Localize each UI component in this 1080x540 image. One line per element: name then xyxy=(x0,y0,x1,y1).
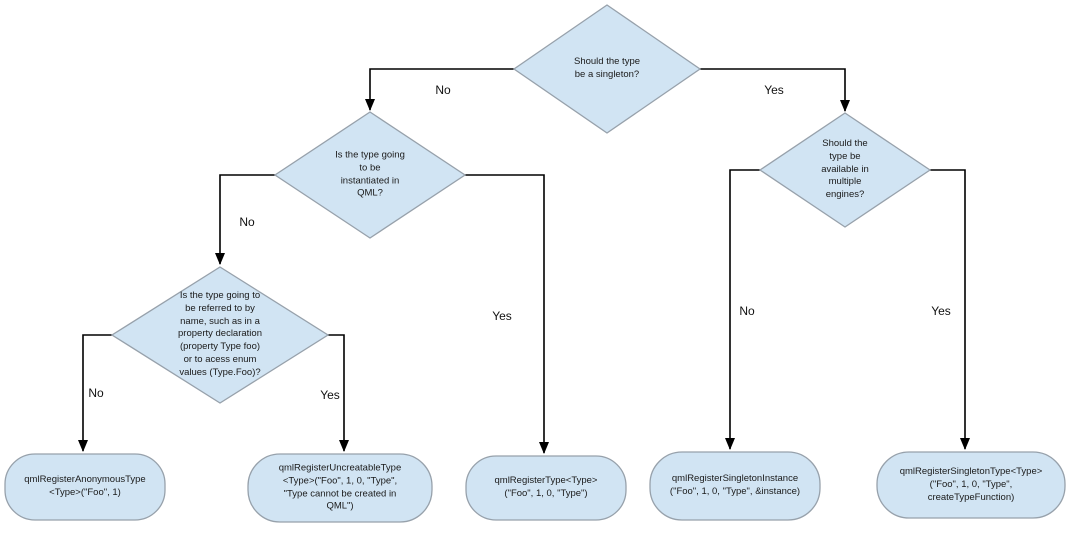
register-anonymous-label: qmlRegisterAnonymousType <Type>("Foo", 1… xyxy=(24,474,146,498)
node-instantiated-question xyxy=(273,111,467,239)
register-singleton-type-label: qmlRegisterSingletonType<Type> ("Foo", 1… xyxy=(899,465,1043,503)
edge-multiple-engines-no xyxy=(725,169,760,450)
node-register-type xyxy=(465,455,627,521)
edge-instantiated-yes xyxy=(465,174,549,454)
edge-referred-yes xyxy=(328,334,349,452)
node-register-uncreatable xyxy=(247,453,433,523)
register-type-label: qmlRegisterType<Type> ("Foo", 1, 0, "Typ… xyxy=(494,475,598,499)
edge-label-instantiated-yes: Yes xyxy=(492,309,512,323)
edge-label-referred-yes: Yes xyxy=(320,388,340,402)
instantiated-question-label: Is the type going to be instantiated in … xyxy=(335,149,405,199)
edge-instantiated-no xyxy=(215,174,275,265)
multiple-engines-question-label: Should the type be available in multiple… xyxy=(821,137,869,201)
node-multiple-engines-question xyxy=(758,112,932,228)
register-uncreatable-label: qmlRegisterUncreatableType <Type>("Foo",… xyxy=(278,462,402,512)
edge-label-singleton-yes: Yes xyxy=(764,83,784,97)
edge-multiple-engines-yes xyxy=(930,169,970,450)
edge-label-referred-no: No xyxy=(88,386,104,400)
edge-label-instantiated-no: No xyxy=(239,215,255,229)
node-register-singleton-type xyxy=(876,451,1066,519)
edge-singleton-yes xyxy=(700,68,850,112)
register-singleton-instance-label: qmlRegisterSingletonInstance ("Foo", 1, … xyxy=(669,473,801,497)
node-register-singleton-instance xyxy=(649,451,821,521)
singleton-question-label: Should the type be a singleton? xyxy=(573,56,641,80)
edge-referred-no xyxy=(78,334,112,452)
node-singleton-question xyxy=(512,4,702,134)
node-register-anonymous xyxy=(4,453,166,521)
edge-label-multiple-engines-yes: Yes xyxy=(931,304,951,318)
edge-label-multiple-engines-no: No xyxy=(739,304,755,318)
edge-label-singleton-no: No xyxy=(435,83,451,97)
node-referred-question xyxy=(110,266,330,404)
edge-singleton-no xyxy=(365,68,514,111)
referred-question-label: Is the type going to be referred to by n… xyxy=(178,290,262,379)
